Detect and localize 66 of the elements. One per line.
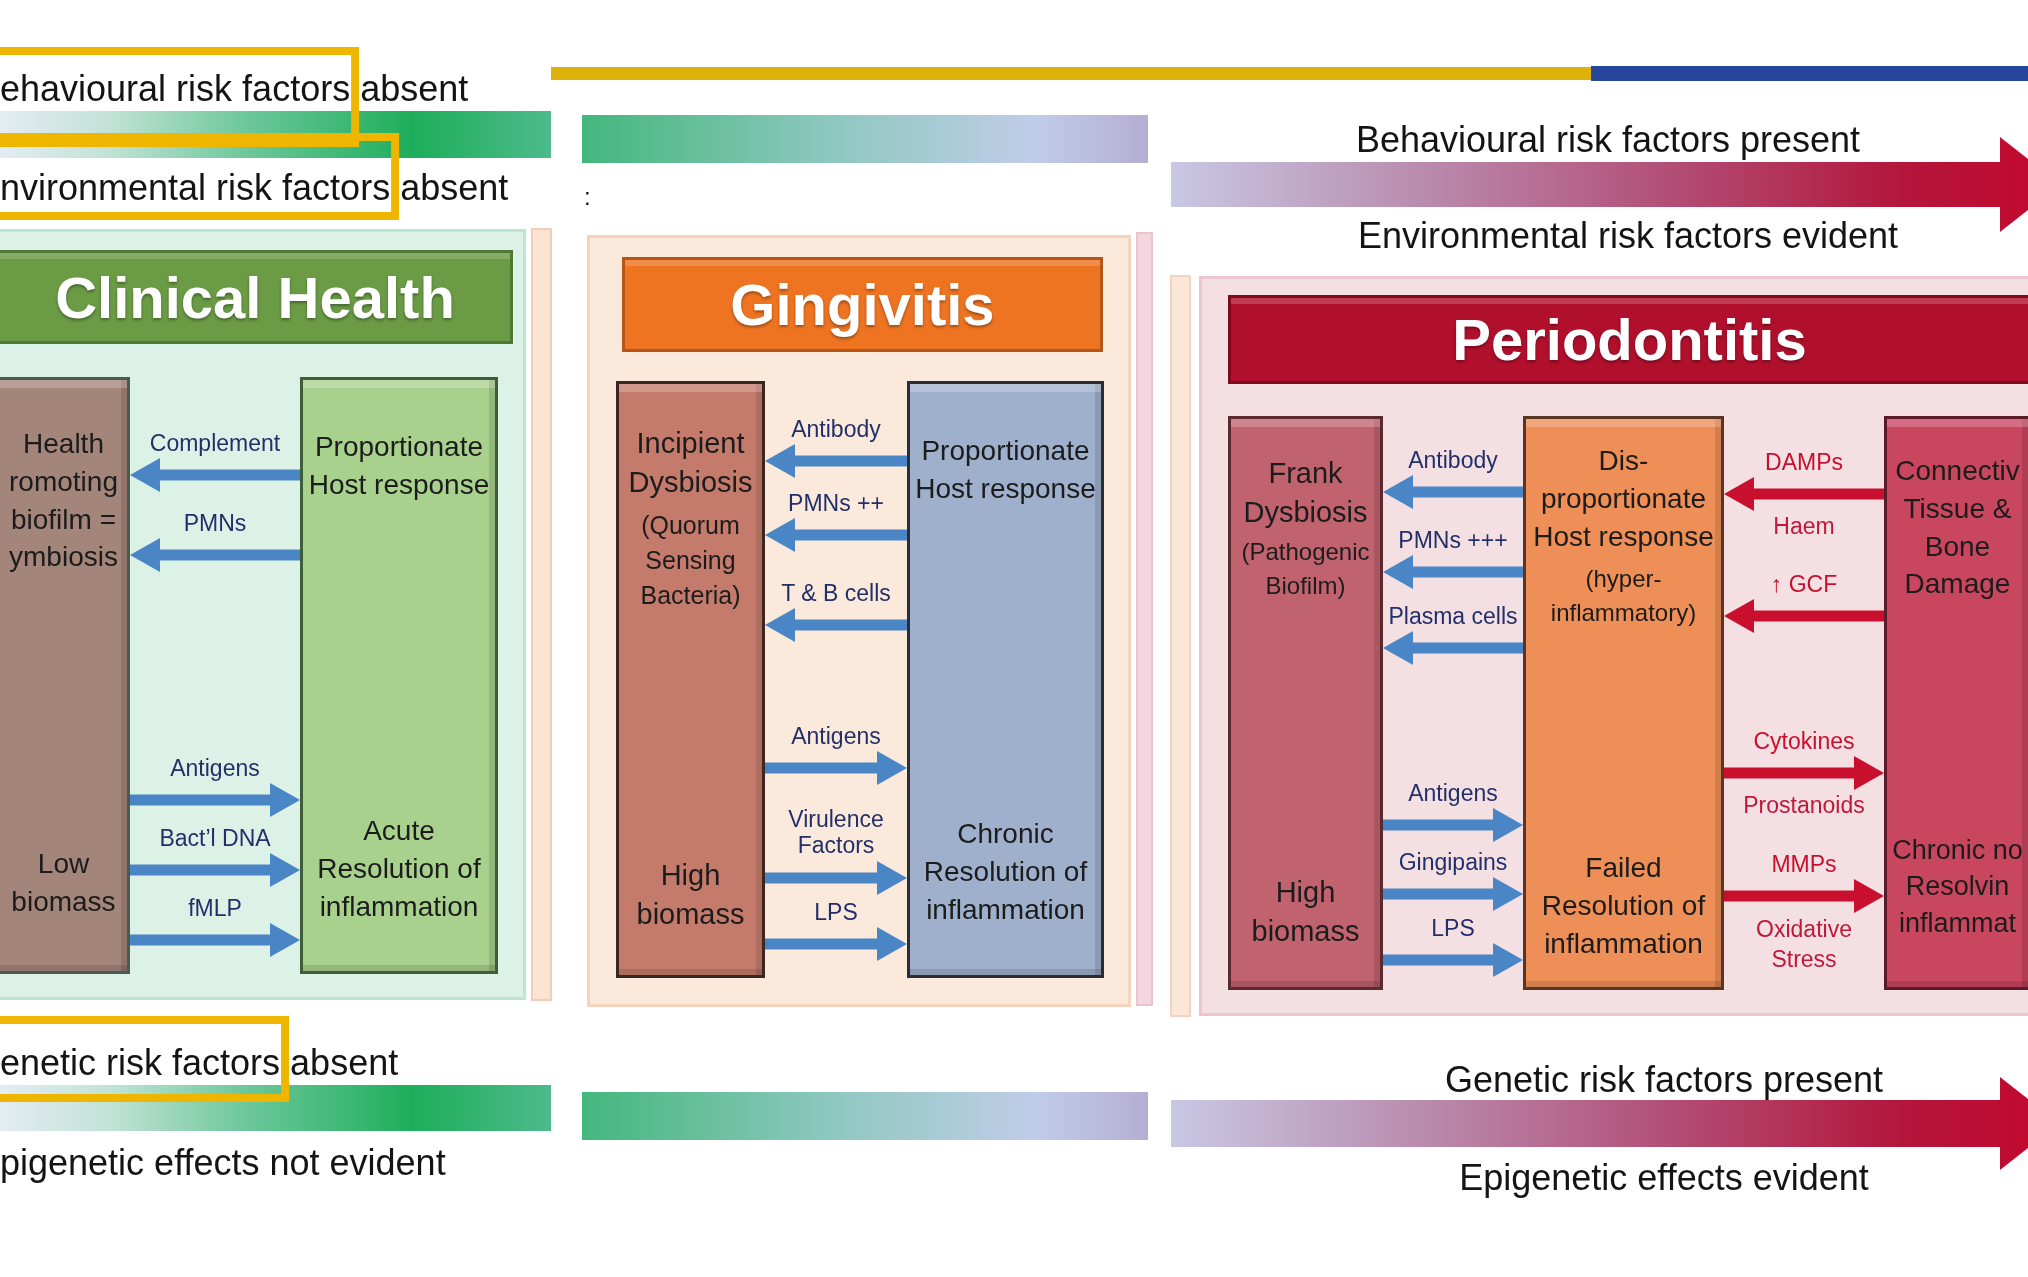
stage-panel: [587, 235, 1131, 1007]
arrow-caption: Oxidative Stress: [1755, 915, 1853, 974]
arrow: [130, 458, 300, 492]
box-label: Proportionate Host response: [914, 434, 1097, 506]
title-banner: Gingivitis: [622, 257, 1103, 352]
tissue-damage-box: [1884, 416, 2028, 990]
stage-panel: [0, 229, 526, 1000]
box-label: Dis- proportionate Host response: [1532, 444, 1715, 554]
host-response-box: [300, 377, 498, 974]
arrow: [1724, 756, 1884, 790]
box-label: Connectiv Tissue & Bone Damage: [1894, 454, 2021, 602]
arrow: [765, 861, 907, 895]
arrow: [1383, 555, 1523, 589]
risk-factor-text: enetic risk factors absent: [0, 1045, 399, 1081]
arrow: [1724, 477, 1884, 511]
host-response-box: [1523, 416, 1724, 990]
gradient-bar: [582, 115, 1148, 163]
risk-factor-text: nvironmental risk factors absent: [0, 170, 509, 206]
biofilm-box: [616, 381, 765, 978]
arrow-caption: Haem: [1773, 513, 1835, 541]
arrow: [1383, 475, 1523, 509]
box-label: Incipient Dysbiosis: [627, 426, 754, 501]
box-label: Acute Resolution of inflammation: [316, 814, 482, 924]
box-label: Proportionate Host response: [307, 430, 491, 502]
arrow: [1383, 943, 1523, 977]
risk-factor-text: ehavioural risk factors absent: [0, 71, 469, 107]
title-banner: Periodontitis: [1228, 295, 2028, 384]
arrow: [765, 927, 907, 961]
box-label: High biomass: [635, 858, 746, 933]
arrow: [765, 751, 907, 785]
text-fragment: :: [584, 183, 591, 212]
risk-factor-text: pigenetic effects not evident: [0, 1145, 446, 1181]
box-label: High biomass: [1250, 875, 1361, 950]
box-label: Failed Resolution of inflammation: [1540, 851, 1707, 961]
risk-factor-text: Environmental risk factors evident: [1357, 218, 1899, 254]
arrow: [130, 538, 300, 572]
arrow: [1724, 879, 1884, 913]
box-label: Chronic no Resolvin inflammat: [1891, 834, 2024, 940]
host-response-box: [907, 381, 1104, 978]
box-label: (Pathogenic Biofilm): [1240, 537, 1371, 601]
box-label: (Quorum Sensing Bacteria): [639, 510, 742, 611]
arrow: [130, 923, 300, 957]
box-label: Chronic Resolution of inflammation: [922, 817, 1089, 927]
risk-factor-text: Genetic risk factors present: [1444, 1062, 1884, 1098]
risk-factor-text: Epigenetic effects evident: [1459, 1160, 1869, 1196]
stage-panel: [1199, 276, 2028, 1016]
box-label: Frank Dysbiosis: [1242, 456, 1369, 531]
arrow: [1383, 631, 1523, 665]
biofilm-box: [0, 377, 130, 974]
arrow: [765, 608, 907, 642]
arrow-caption: Prostanoids: [1743, 792, 1865, 820]
box-label: Health romoting biofilm = ymbiosis: [8, 427, 119, 575]
title-banner: Clinical Health: [0, 250, 513, 344]
arrow: [1383, 877, 1523, 911]
risk-factor-text: Behavioural risk factors present: [1355, 122, 1861, 158]
arrow: [765, 444, 907, 478]
arrow: [130, 783, 300, 817]
biofilm-box: [1228, 416, 1383, 990]
box-label: Low biomass: [10, 847, 117, 919]
arrow: [765, 518, 907, 552]
arrow: [1724, 599, 1884, 633]
arrow: [130, 853, 300, 887]
gradient-bar: [582, 1092, 1148, 1140]
arrow: [1383, 808, 1523, 842]
gradient-bar: [0, 1085, 551, 1131]
box-label: (hyper- inflammatory): [1549, 564, 1698, 628]
